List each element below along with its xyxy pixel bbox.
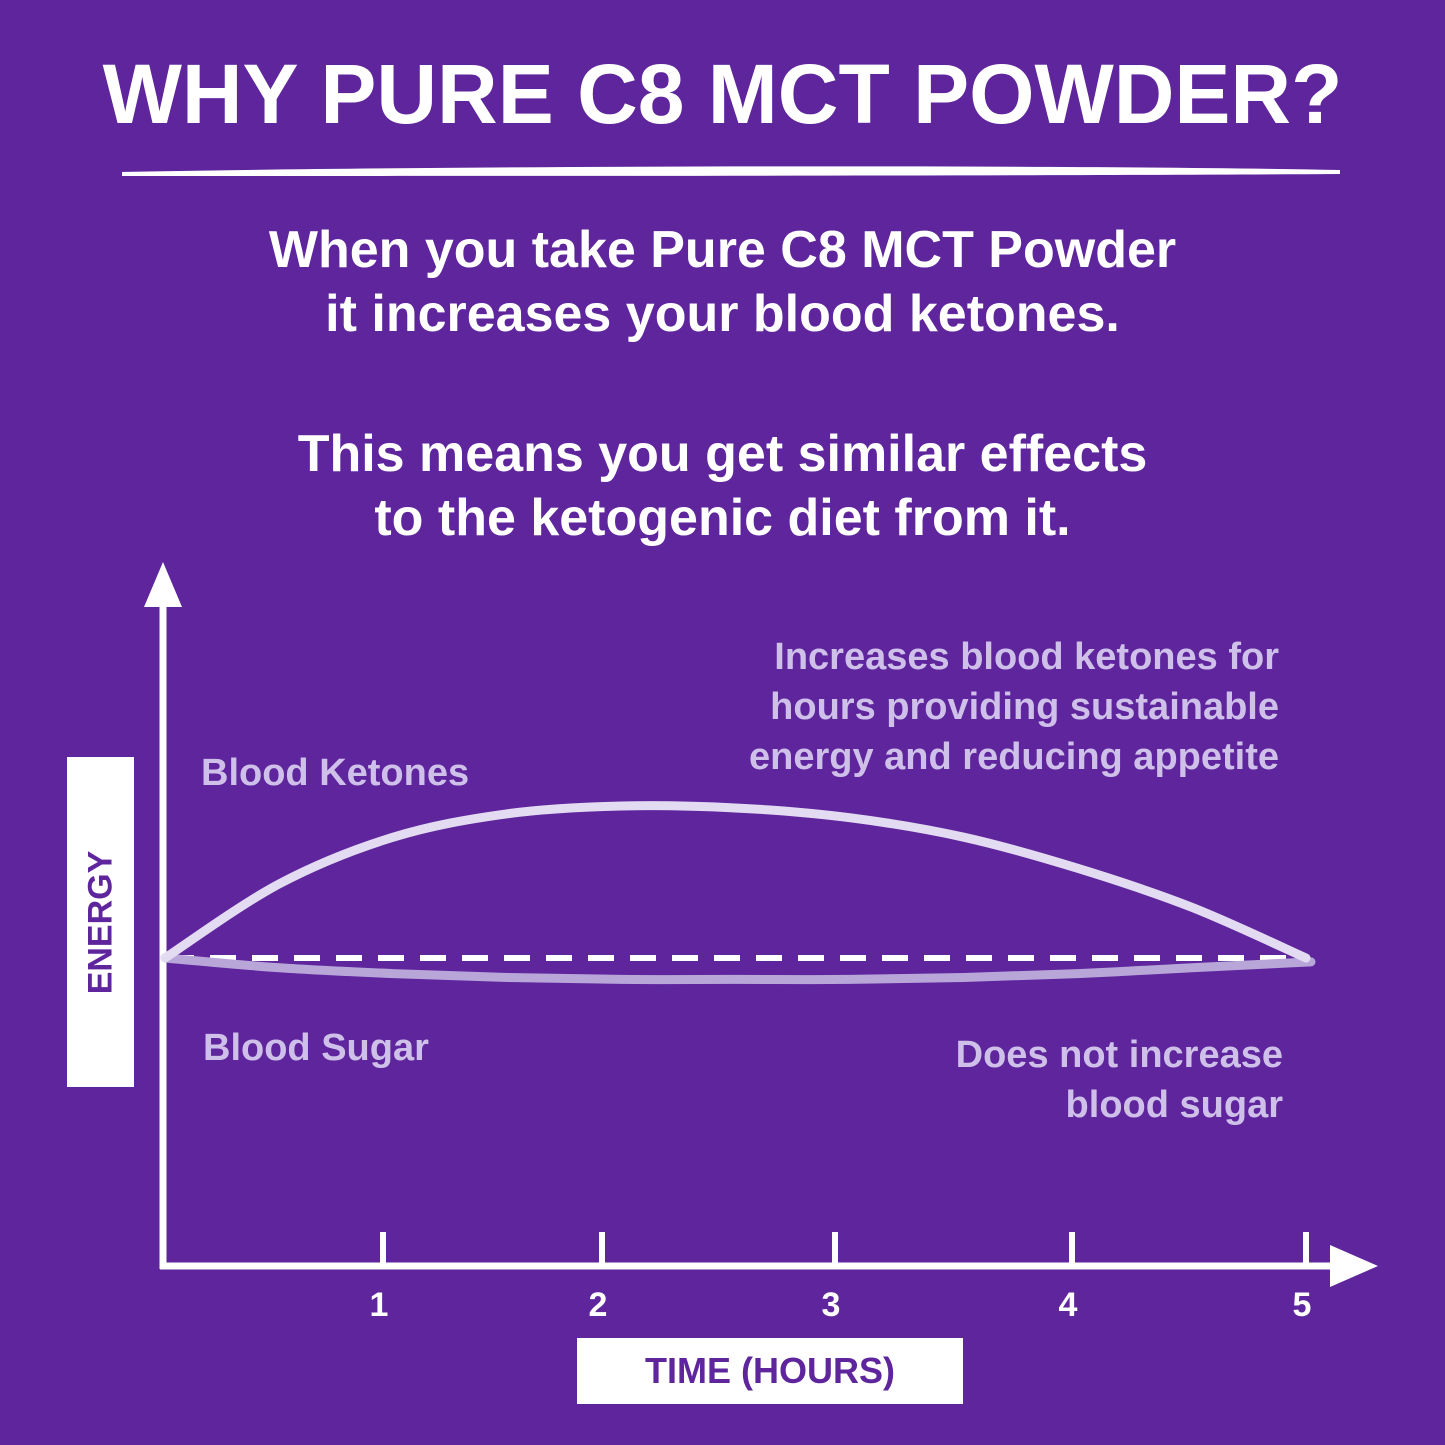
x-tick-label: 4	[1059, 1286, 1078, 1324]
annotation-sugar: Does not increase blood sugar	[956, 1030, 1283, 1130]
x-tick-label: 1	[370, 1286, 389, 1324]
page-title: WHY PURE C8 MCT POWDER?	[102, 47, 1343, 141]
series-line-blood-sugar	[160, 953, 1316, 985]
annotation-line: Increases blood ketones for	[774, 636, 1279, 678]
series-line-blood-ketones	[160, 801, 1311, 963]
series-label-blood-ketones: Blood Ketones	[201, 752, 470, 794]
y-axis-arrow	[144, 562, 182, 607]
y-axis-label-text: ENERGY	[81, 850, 119, 994]
intro-line: to the ketogenic diet from it.	[374, 489, 1071, 547]
x-tick-label: 5	[1293, 1286, 1312, 1324]
y-axis-label-box	[67, 757, 134, 1087]
intro-line: When you take Pure C8 MCT Powder	[268, 221, 1177, 279]
intro-line: it increases your blood ketones.	[325, 285, 1120, 343]
x-axis-label-box: TIME (HOURS)	[577, 1338, 963, 1404]
intro-line: This means you get similar effects	[297, 425, 1148, 483]
x-tick-label: 3	[822, 1286, 841, 1324]
series-label-blood-sugar: Blood Sugar	[203, 1027, 429, 1069]
annotation-line: blood sugar	[1065, 1084, 1283, 1126]
annotation-line: energy and reducing appetite	[749, 736, 1279, 778]
y-axis-label: ENERGY	[67, 757, 134, 1087]
x-axis-label: TIME (HOURS)	[645, 1350, 895, 1391]
annotation-line: Does not increase	[955, 1034, 1283, 1076]
x-tick-label: 2	[589, 1286, 608, 1324]
annotation-ketones: Increases blood ketones for hours provid…	[749, 632, 1279, 782]
annotation-line: hours providing sustainable	[770, 686, 1279, 728]
x-axis-arrow	[1330, 1245, 1378, 1287]
title-underline	[122, 166, 1340, 176]
intro-text: When you take Pure C8 MCT Powder it incr…	[0, 218, 1445, 550]
